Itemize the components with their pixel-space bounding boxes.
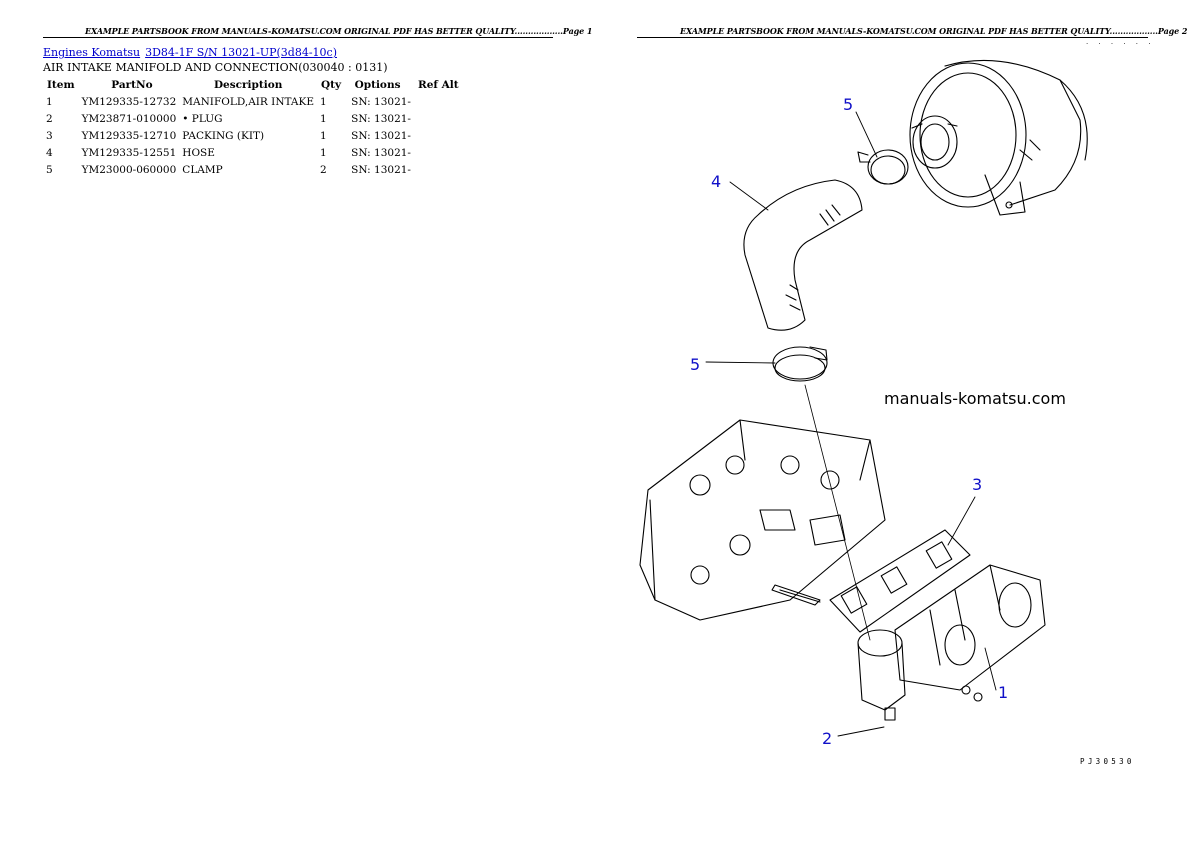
cell-qty: 2 [320,163,327,176]
cell-partno: YM129335-12551 [81,146,177,159]
table-row: 4 YM129335-12551 HOSE 1 SN: 13021- [43,144,463,161]
right-header-rule [637,37,1148,38]
cell-partno: YM23871-010000 [81,112,177,125]
scan-dots: · · · · · · [1086,40,1155,48]
callout-2: 2 [822,729,832,748]
cell-partno: YM129335-12732 [81,95,177,108]
cell-qty: 1 [320,95,327,108]
cell-description: PACKING (KIT) [182,129,265,142]
callout-5-lower: 5 [690,355,700,374]
intake-manifold-drawing [857,564,1046,721]
gasket-drawing [829,529,971,633]
parts-table: Item PartNo Description Qty Options Ref … [43,76,463,178]
cell-item: 5 [46,163,53,176]
table-row: 1 YM129335-12732 MANIFOLD,AIR INTAKE 1 S… [43,93,463,110]
breadcrumb-link-engines[interactable]: Engines Komatsu [43,46,141,59]
hose-drawing [743,179,863,331]
cell-description: MANIFOLD,AIR INTAKE [182,95,315,108]
left-page-header: EXAMPLE PARTSBOOK FROM MANUALS-KOMATSU.C… [85,26,593,36]
cell-description: HOSE [182,146,215,159]
cell-options: SN: 13021- [351,146,411,159]
cell-options: SN: 13021- [351,112,411,125]
cell-options: SN: 13021- [351,163,411,176]
clamp-upper-drawing [857,149,909,185]
air-cleaner-drawing [909,59,1088,216]
cell-item: 1 [46,95,53,108]
left-header-rule [43,37,553,38]
table-row: 5 YM23000-060000 CLAMP 2 SN: 13021- [43,161,463,178]
cell-item: 2 [46,112,53,125]
table-row: 2 YM23871-010000 • PLUG 1 SN: 13021- [43,110,463,127]
col-item: Item [47,78,75,91]
right-page-header: EXAMPLE PARTSBOOK FROM MANUALS-KOMATSU.C… [680,26,1188,36]
cell-refalt [414,127,463,144]
cell-item: 4 [46,146,53,159]
leader-lines [705,111,997,737]
cell-description: CLAMP [182,163,223,176]
stud-drawing [779,589,821,603]
col-refalt: Ref Alt [417,78,459,91]
breadcrumb: Engines Komatsu 3D84-1F S/N 13021-UP(3d84… [43,46,337,59]
drawing-code: PJ30530 [1080,757,1135,766]
cell-qty: 1 [320,112,327,125]
table-row: 3 YM129335-12710 PACKING (KIT) 1 SN: 130… [43,127,463,144]
center-line [804,384,871,641]
col-options: Options [354,78,401,91]
callout-3: 3 [972,475,982,494]
table-header-row: Item PartNo Description Qty Options Ref … [43,76,463,93]
cell-options: SN: 13021- [351,129,411,142]
col-description: Description [213,78,283,91]
col-qty: Qty [321,78,342,91]
watermark-text: manuals-komatsu.com [884,389,1066,408]
cell-refalt [414,161,463,178]
cell-qty: 1 [320,129,327,142]
cell-refalt [414,93,463,110]
cell-partno: YM129335-12710 [81,129,177,142]
breadcrumb-link-model[interactable]: 3D84-1F S/N 13021-UP(3d84-10c) [145,46,337,59]
section-title: AIR INTAKE MANIFOLD AND CONNECTION(03004… [43,61,388,74]
callout-1: 1 [998,683,1008,702]
col-partno: PartNo [111,78,153,91]
cell-partno: YM23000-060000 [81,163,177,176]
cell-qty: 1 [320,146,327,159]
cell-refalt [414,110,463,127]
cell-refalt [414,144,463,161]
exploded-parts-drawing: 5 4 5 3 1 2 [639,59,1088,748]
clamp-lower-drawing [772,346,828,382]
callout-4: 4 [711,172,721,191]
cell-description: • PLUG [182,112,223,125]
cell-options: SN: 13021- [351,95,411,108]
cell-item: 3 [46,129,53,142]
cylinder-head-drawing [639,419,886,621]
callout-5-upper: 5 [843,95,853,114]
